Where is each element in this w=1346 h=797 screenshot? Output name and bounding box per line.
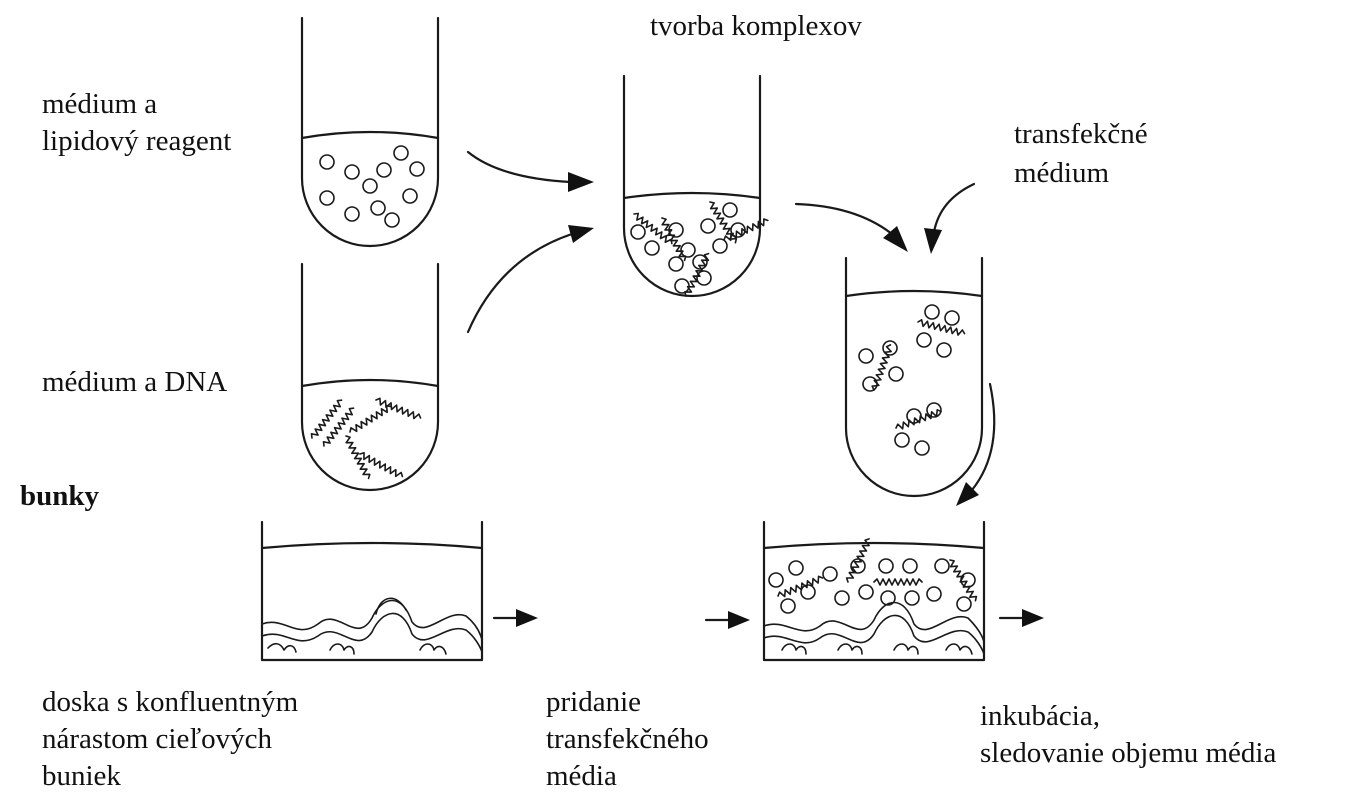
label-plate-line3: buniek (42, 758, 121, 795)
arrow-dna-to-complex (468, 225, 594, 332)
complex-formation-tube (624, 76, 769, 297)
lipid-reagent-tube (302, 18, 438, 246)
dna-strands (310, 397, 422, 480)
incubation-plate (764, 522, 984, 660)
arrow-plate1-out (494, 609, 538, 627)
dna-tube (302, 264, 438, 490)
label-dna: médium a DNA (42, 364, 227, 401)
label-incubation-line1: inkubácia, (980, 698, 1100, 735)
label-complex-formation: tvorba komplexov (650, 8, 862, 45)
label-transfection-medium-line2: médium (1014, 155, 1109, 192)
arrow-complex-to-medium (796, 204, 908, 252)
label-add-medium-line2: transfekčného (546, 721, 709, 758)
label-cells: bunky (20, 478, 99, 515)
arrow-medium-to-plate (956, 384, 994, 506)
plate-cell-layer (764, 603, 984, 655)
label-lipid-reagent-line2: lipidový reagent (42, 123, 231, 160)
label-plate-line1: doska s konfluentným (42, 684, 298, 721)
arrow-plate2-in (706, 611, 750, 629)
cell-layer (262, 598, 482, 654)
arrow-plate2-out (1000, 609, 1044, 627)
liposome-particles (320, 146, 424, 227)
cell-plate (262, 522, 482, 660)
plate-complexes (769, 538, 978, 613)
arrow-lipid-to-complex (468, 152, 594, 192)
label-lipid-reagent-line1: médium a (42, 86, 157, 123)
diluted-complexes (859, 305, 965, 455)
label-transfection-medium-line1: transfekčné (1014, 116, 1148, 153)
label-add-medium-line1: pridanie (546, 684, 641, 721)
transfection-medium-tube (846, 258, 982, 496)
label-add-medium-line3: média (546, 758, 617, 795)
arrow-transfection-medium-in (924, 184, 974, 254)
label-incubation-line2: sledovanie objemu média (980, 735, 1276, 772)
label-plate-line2: nárastom cieľových (42, 721, 272, 758)
